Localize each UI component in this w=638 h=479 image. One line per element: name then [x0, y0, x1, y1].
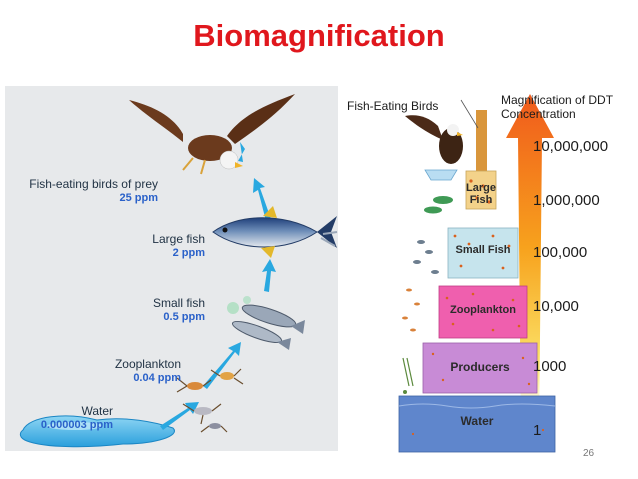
tier-large-fish: Large Fish — [466, 182, 496, 206]
food-chain-illustration — [19, 94, 338, 448]
magnification-value: 10,000,000 — [533, 138, 609, 155]
page-number: 26 — [583, 448, 595, 459]
level-ppm: 0.04 ppm — [133, 372, 181, 384]
magnification-arrow — [506, 94, 554, 436]
fish-eating-birds-label: Fish-Eating Birds — [347, 99, 439, 113]
pyramid-tiers — [398, 170, 556, 453]
tier-water: Water — [460, 414, 494, 428]
tier-producers: Producers — [450, 360, 510, 374]
level-name: Small fish — [152, 296, 205, 310]
level-label-zooplankton: Zooplankton 0.04 ppm — [65, 357, 181, 384]
flow-arrows — [160, 142, 276, 430]
magnification-value: 1000 — [533, 358, 567, 375]
perch-pole — [476, 110, 487, 176]
food-chain-diagram: Fish-eating birds of prey 25 ppm Large f… — [5, 86, 338, 451]
magnification-label: Magnification of DDT Concentration — [501, 93, 613, 121]
ddt-pyramid-diagram: Fish-Eating Birds Magnification of DDT C… — [343, 86, 633, 458]
level-label-water: Water 0.000003 ppm — [13, 404, 113, 431]
pyramid-illustration — [398, 94, 556, 453]
fish-icons — [402, 196, 453, 394]
level-name: Fish-eating birds of prey — [29, 177, 158, 191]
ddt-particles — [411, 179, 545, 436]
level-label-small-fish: Small fish 0.5 ppm — [105, 296, 205, 323]
water-puddle-icon — [19, 415, 175, 448]
tier-small-fish: Small Fish — [455, 244, 511, 256]
level-name: Zooplankton — [114, 357, 181, 371]
slide-title: Biomagnification — [193, 18, 445, 53]
level-label-large-fish: Large fish 2 ppm — [105, 232, 205, 259]
level-name: Water — [81, 404, 113, 418]
level-ppm: 0.000003 ppm — [40, 419, 113, 431]
level-label-birds: Fish-eating birds of prey 25 ppm — [13, 177, 158, 204]
magnification-value: 1,000,000 — [533, 192, 600, 209]
zooplankton-icon — [176, 368, 244, 433]
magnification-value: 1 — [533, 422, 542, 439]
eagle-icon — [129, 94, 295, 175]
tier-zooplankton: Zooplankton — [450, 304, 516, 316]
magnification-value: 10,000 — [533, 298, 579, 315]
level-name: Large fish — [152, 232, 205, 246]
magnification-value: 100,000 — [533, 244, 588, 261]
fish-eating-bird-icon — [405, 115, 463, 164]
small-fish-icon — [227, 296, 305, 350]
level-ppm: 0.5 ppm — [163, 311, 205, 323]
tuna-icon — [212, 206, 338, 258]
level-ppm: 25 ppm — [119, 192, 158, 204]
level-ppm: 2 ppm — [172, 247, 205, 259]
